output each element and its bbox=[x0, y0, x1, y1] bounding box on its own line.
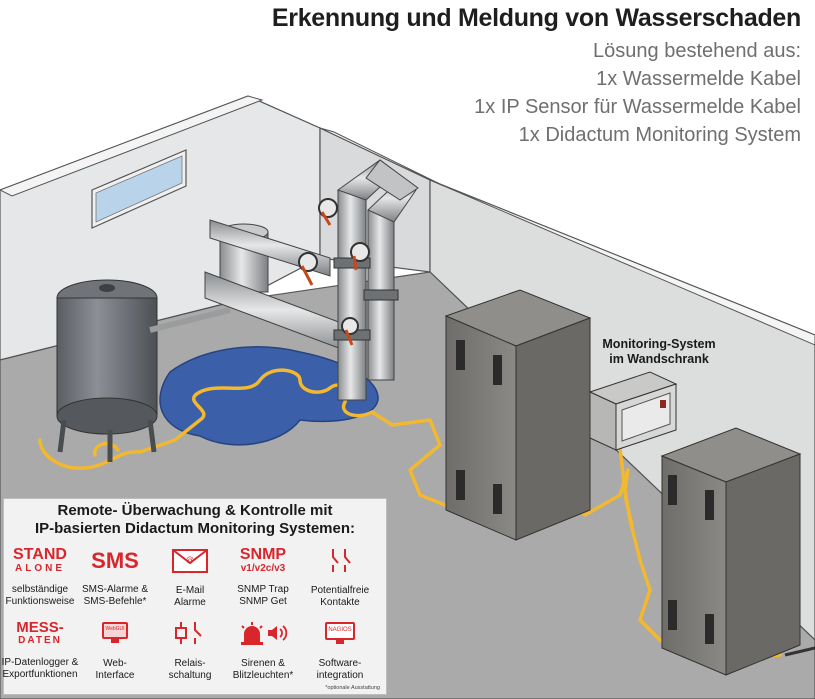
messdaten-logo-top: MESS- bbox=[16, 619, 64, 636]
pipe-system bbox=[204, 159, 419, 401]
feature-caption: SNMP Trap bbox=[237, 584, 289, 595]
monitoring-wall-cabinet bbox=[588, 371, 678, 451]
feature-caption: Software- bbox=[318, 658, 362, 669]
footnote: *optionale Ausstattung bbox=[325, 685, 380, 691]
feature-caption: integration bbox=[316, 670, 364, 681]
siren-icon bbox=[241, 622, 288, 645]
pressure-tank bbox=[56, 297, 158, 417]
page-title: Erkennung und Meldung von Wasserschaden bbox=[271, 4, 801, 32]
dry-contact-icon bbox=[332, 549, 351, 572]
email-icon: @ bbox=[172, 549, 208, 573]
monitoring-system-label: Monitoring-System im Wandschrank bbox=[584, 337, 734, 367]
feature-caption: E-Mail bbox=[175, 585, 205, 596]
panel-heading-line2: IP-basierten Didactum Monitoring Systeme… bbox=[34, 520, 356, 537]
water-cable bbox=[38, 368, 782, 662]
webgui-badge: WebGUI bbox=[105, 626, 125, 632]
feature-caption: IP-Datenlogger & bbox=[1, 657, 79, 668]
feature-messdaten: MESS- DATEN IP-Datenlogger & Exportfunkt… bbox=[1, 620, 79, 681]
server-cabinet-1 bbox=[444, 289, 592, 541]
nagios-badge: NAGIOS bbox=[328, 627, 352, 633]
feature-webgui: WebGUI Web- Interface bbox=[76, 620, 154, 682]
wall-top-edge bbox=[0, 95, 264, 197]
feature-email: @ E-Mail Alarme bbox=[151, 547, 229, 609]
cable-end bbox=[784, 646, 815, 657]
solution-item-sensor: 1x IP Sensor für Wassermelde Kabel bbox=[474, 96, 801, 118]
feature-caption: Kontakte bbox=[320, 597, 360, 608]
standalone-logo-bottom: ALONE bbox=[15, 563, 65, 574]
monitoring-label-line2: im Wandschrank bbox=[609, 352, 709, 366]
feature-caption: Relais- bbox=[174, 658, 206, 669]
feature-caption: Web- bbox=[103, 658, 127, 669]
feature-caption: selbständige bbox=[11, 584, 69, 595]
feature-caption: Exportfunktionen bbox=[2, 669, 78, 680]
snmp-logo-bottom: v1/v2c/v3 bbox=[240, 563, 286, 574]
feature-sms: SMS SMS-Alarme & SMS-Befehle* bbox=[76, 547, 154, 608]
right-wall-band bbox=[429, 179, 815, 346]
feature-caption: Sirenen & bbox=[241, 658, 285, 669]
feature-caption: SMS-Befehle* bbox=[83, 596, 147, 607]
standalone-logo-top: STAND bbox=[13, 546, 67, 563]
solution-intro: Lösung bestehend aus: bbox=[593, 40, 801, 62]
feature-caption: Alarme bbox=[174, 597, 206, 608]
monitoring-label-line1: Monitoring-System bbox=[602, 337, 716, 351]
feature-caption: Interface bbox=[95, 670, 135, 681]
feature-caption: Funktionsweise bbox=[5, 596, 75, 607]
feature-caption: SMS-Alarme & bbox=[81, 584, 149, 595]
window-glass bbox=[95, 155, 183, 223]
feature-caption: Blitzleuchten* bbox=[232, 670, 294, 681]
feature-caption: SNMP Get bbox=[239, 596, 287, 607]
water-puddle bbox=[159, 346, 379, 446]
svg-text:@: @ bbox=[186, 555, 194, 564]
feature-standalone: STAND ALONE selbständige Funktionsweise bbox=[1, 547, 79, 608]
feature-relay: Relais- schaltung bbox=[151, 620, 229, 682]
cable-to-monitor bbox=[618, 446, 634, 527]
webgui-icon bbox=[102, 622, 128, 643]
feature-caption: Potentialfreie bbox=[310, 585, 370, 596]
feature-dry-contacts: Potentialfreie Kontakte bbox=[301, 547, 379, 609]
feature-caption: schaltung bbox=[168, 670, 212, 681]
snmp-logo-top: SNMP bbox=[239, 546, 287, 563]
relay-icon bbox=[175, 622, 202, 644]
sms-logo: SMS bbox=[91, 548, 139, 573]
solution-item-system: 1x Didactum Monitoring System bbox=[518, 124, 801, 146]
nagios-icon bbox=[325, 622, 355, 644]
solution-item-cable: 1x Wassermelde Kabel bbox=[596, 68, 801, 90]
feature-siren: Sirenen & Blitzleuchten* bbox=[224, 620, 302, 682]
panel-heading-line1: Remote- Überwachung & Kontrolle mit bbox=[57, 502, 333, 519]
feature-nagios: NAGIOS Software- integration bbox=[301, 620, 379, 682]
features-panel: Remote- Überwachung & Kontrolle mit IP-b… bbox=[1, 498, 387, 695]
messdaten-logo-bottom: DATEN bbox=[18, 635, 62, 646]
server-cabinet-2 bbox=[660, 427, 802, 676]
feature-snmp: SNMP v1/v2c/v3 SNMP Trap SNMP Get bbox=[224, 547, 302, 608]
